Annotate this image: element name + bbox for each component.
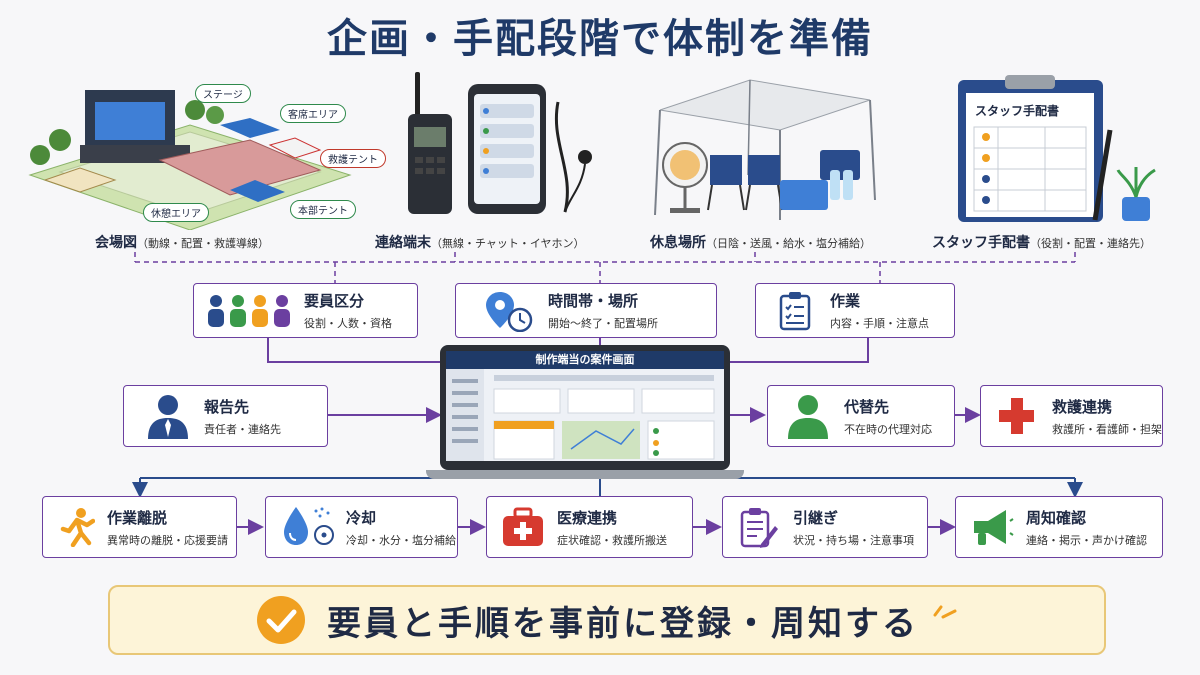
venue-tag-hq: 本部テント — [290, 200, 356, 219]
box-subtitle: 冷却・水分・塩分補給 — [346, 533, 456, 547]
staff-sheet-illustration — [958, 75, 1156, 222]
first-aid-kit-icon — [503, 507, 543, 546]
box-subtitle: 役割・人数・資格 — [304, 317, 392, 330]
box-medical: 医療連携症状確認・救護所搬送 — [486, 496, 693, 558]
box-title: 要員区分 — [304, 292, 365, 310]
box-report-to: 報告先責任者・連絡先 — [123, 385, 328, 447]
venue-map-illustration — [28, 90, 352, 230]
box-subtitle: 異常時の離脱・応援要請 — [107, 533, 228, 547]
red-cross-icon — [999, 398, 1034, 434]
box-title: 冷却 — [346, 508, 377, 527]
box-title: 周知確認 — [1026, 508, 1087, 527]
box-title: 作業離脱 — [107, 508, 168, 527]
box-subtitle: 内容・手順・注意点 — [830, 317, 929, 330]
box-title: 作業 — [830, 292, 861, 310]
devices-illustration — [408, 72, 592, 214]
caption-venue-map: 会場図（動線・配置・救護導線） — [95, 235, 269, 251]
caption-staff-sheet: スタッフ手配書（役割・配置・連絡先） — [932, 235, 1151, 251]
box-subtitle: 救護所・看護師・担架 — [1052, 422, 1162, 436]
venue-tag-audience: 客席エリア — [280, 104, 346, 123]
box-subtitle: 不在時の代理対応 — [844, 422, 932, 436]
box-rescue: 救護連携救護所・看護師・担架 — [980, 385, 1163, 447]
box-subtitle: 症状確認・救護所搬送 — [557, 533, 667, 547]
box-subtitle: 状況・持ち場・注意事項 — [793, 533, 914, 547]
box-notify: 周知確認連絡・掲示・声かけ確認 — [955, 496, 1163, 558]
clipboard-pen-icon — [740, 508, 778, 548]
laptop-screen-title: 制作端当の案件画面 — [446, 351, 724, 369]
location-clock-icon — [486, 291, 533, 332]
caption-devices: 連絡端末（無線・チャット・イヤホン） — [375, 235, 585, 251]
caption-rest-area: 休息場所（日陰・送風・給水・塩分補給） — [650, 235, 871, 251]
venue-tag-stage: ステージ — [195, 84, 251, 103]
box-subtitle: 開始〜終了・配置場所 — [548, 317, 658, 330]
laptop-project-screen: 制作端当の案件画面 — [426, 345, 744, 480]
laptop-screen-content — [446, 369, 715, 461]
box-title: 代替先 — [844, 397, 890, 416]
page-title: 企画・手配段階で体制を準備 — [327, 16, 873, 62]
venue-tag-rest-area: 休憩エリア — [143, 203, 209, 222]
check-circle-icon — [257, 596, 305, 644]
box-title: 医療連携 — [557, 508, 618, 527]
clipboard-checklist-icon — [779, 291, 811, 330]
running-person-icon — [60, 508, 95, 547]
box-title: 時間帯・場所 — [548, 292, 639, 310]
box-substitute: 代替先不在時の代理対応 — [767, 385, 955, 447]
water-drop-fan-icon — [284, 507, 334, 545]
box-task: 作業内容・手順・注意点 — [755, 283, 955, 338]
person-tie-icon — [148, 395, 188, 439]
box-title: 引継ぎ — [793, 508, 839, 527]
box-title: 救護連携 — [1052, 397, 1113, 416]
person-icon — [788, 395, 828, 439]
sparkle-icon — [933, 605, 957, 619]
bottom-message: 要員と手順を事前に登録・周知する — [327, 603, 919, 644]
box-title: 報告先 — [204, 397, 250, 416]
box-staff-category: 要員区分役割・人数・資格 — [193, 283, 418, 338]
venue-tag-first-aid: 救護テント — [320, 149, 386, 168]
megaphone-icon — [974, 510, 1014, 545]
people-group-icon — [208, 294, 290, 327]
box-subtitle: 連絡・掲示・声かけ確認 — [1026, 533, 1147, 547]
staff-sheet-title: スタッフ手配書 — [975, 104, 1060, 118]
box-withdraw: 作業離脱異常時の離脱・応援要請 — [42, 496, 237, 558]
box-handover: 引継ぎ状況・持ち場・注意事項 — [722, 496, 928, 558]
box-cooling: 冷却冷却・水分・塩分補給 — [265, 496, 458, 558]
box-time-place: 時間帯・場所開始〜終了・配置場所 — [455, 283, 717, 338]
bottom-message-banner: 要員と手順を事前に登録・周知する — [108, 585, 1106, 655]
rest-area-illustration — [654, 79, 876, 220]
box-subtitle: 責任者・連絡先 — [204, 422, 281, 436]
